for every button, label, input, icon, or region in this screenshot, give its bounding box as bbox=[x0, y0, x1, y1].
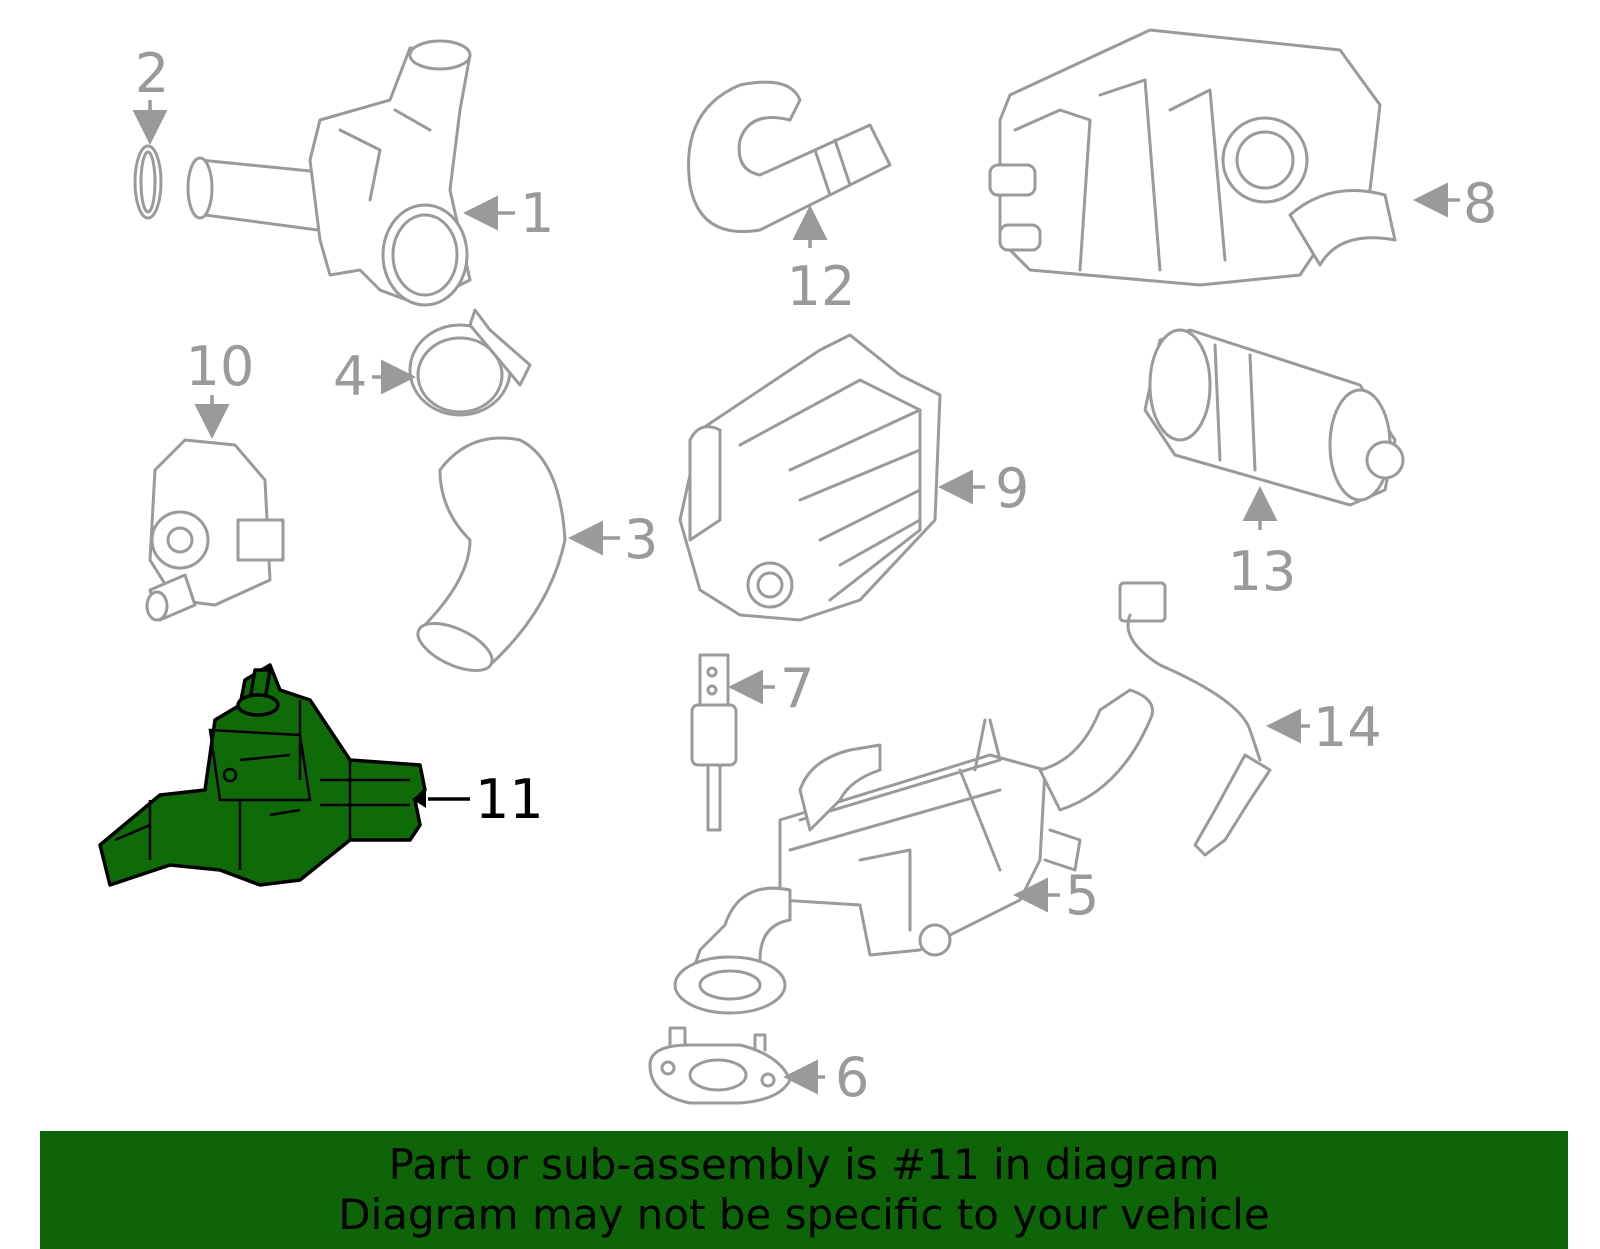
callout-11: 11 bbox=[475, 768, 544, 831]
part-11-highlighted-bracket[interactable] bbox=[98, 663, 427, 887]
part-7-sensor[interactable] bbox=[690, 653, 738, 832]
part-8-canister[interactable] bbox=[988, 28, 1397, 287]
info-banner: Part or sub-assembly is #11 in diagram D… bbox=[40, 1131, 1568, 1249]
callout-7: 7 bbox=[780, 657, 814, 720]
callout-5: 5 bbox=[1065, 864, 1099, 927]
callout-14: 14 bbox=[1313, 696, 1382, 759]
callout-3: 3 bbox=[624, 508, 658, 571]
callout-10: 10 bbox=[186, 335, 255, 398]
banner-line-disclaimer: Diagram may not be specific to your vehi… bbox=[338, 1190, 1270, 1239]
part-1-coolant-housing[interactable] bbox=[186, 39, 472, 307]
part-6-gasket[interactable] bbox=[648, 1026, 792, 1105]
part-4-hose-clamp[interactable] bbox=[408, 308, 532, 417]
part-9-vapor-canister[interactable] bbox=[678, 333, 942, 622]
callout-2: 2 bbox=[135, 42, 169, 105]
callout-13: 13 bbox=[1228, 540, 1297, 603]
callout-labels: 2 1 4 3 10 12 8 9 13 7 14 11 5 6 bbox=[135, 42, 1498, 1109]
callout-4: 4 bbox=[333, 345, 367, 408]
part-14-oxygen-sensor[interactable] bbox=[1118, 581, 1272, 857]
callout-9: 9 bbox=[995, 457, 1029, 520]
callout-1: 1 bbox=[520, 182, 554, 245]
banner-line-part: Part or sub-assembly is #11 in diagram bbox=[388, 1140, 1220, 1189]
callout-6: 6 bbox=[835, 1046, 869, 1109]
part-3-hose[interactable] bbox=[411, 436, 567, 680]
callout-8: 8 bbox=[1463, 172, 1497, 235]
callout-12: 12 bbox=[787, 255, 856, 318]
part-12-hose[interactable] bbox=[687, 80, 892, 233]
part-13-filter[interactable] bbox=[1143, 328, 1405, 507]
part-5-egr-cooler[interactable] bbox=[673, 688, 1154, 1015]
callout-arrows bbox=[132, 100, 1460, 1095]
part-10-actuator[interactable] bbox=[145, 438, 285, 622]
part-2-o-ring[interactable] bbox=[133, 144, 163, 220]
